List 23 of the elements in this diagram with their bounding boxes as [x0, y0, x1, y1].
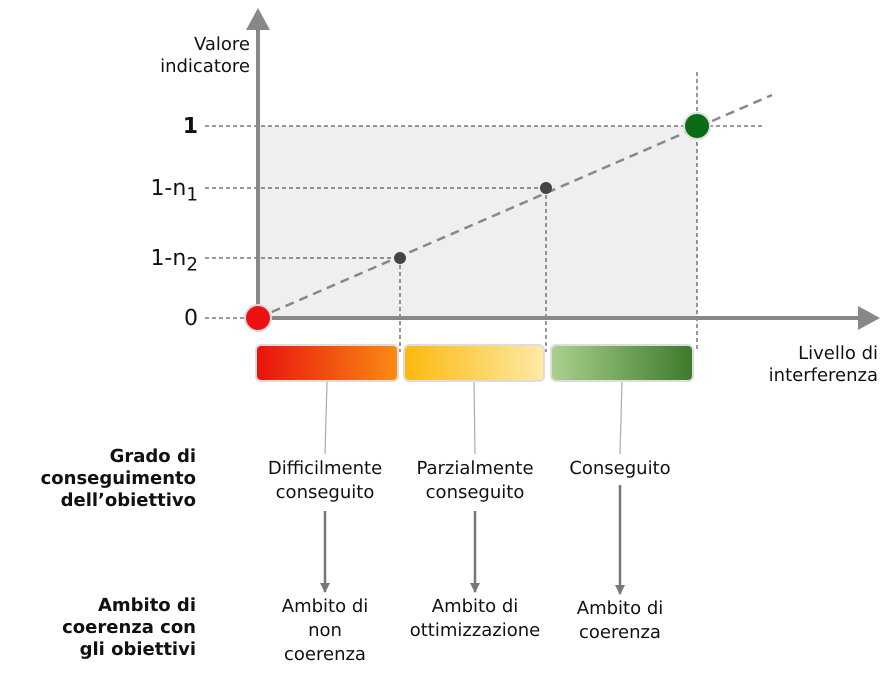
- arrow: [615, 485, 625, 595]
- tick-label: 0: [183, 306, 198, 332]
- tick-label: 1-n$_{2}$: [149, 246, 198, 278]
- level-bar: [552, 346, 692, 380]
- row-heading: Ambito di coerenza con gli obiettivi: [61, 595, 196, 661]
- tick-label: 1: [182, 114, 198, 140]
- row-heading: Grado di conseguimento dell’obiettivo: [40, 446, 196, 512]
- category-label: Parzialmente conseguito: [403, 457, 547, 505]
- scope-label: Ambito di coerenza: [560, 597, 680, 645]
- arrow: [470, 511, 480, 593]
- leader-line: [473, 382, 476, 454]
- scope-label: Ambito di ottimizzazione: [400, 595, 550, 643]
- level-bar: [257, 346, 397, 380]
- arrow: [320, 511, 330, 593]
- tick-label: 1-n$_{1}$: [149, 176, 198, 208]
- axis-title: Livello di interferenza: [768, 343, 878, 387]
- leader-line: [619, 382, 623, 454]
- scope-label: Ambito di non coerenza: [265, 595, 385, 667]
- category-label: Conseguito: [560, 457, 680, 481]
- category-label: Difficilmente conseguito: [255, 457, 395, 505]
- leader-line: [324, 382, 328, 454]
- level-bar: [405, 346, 543, 380]
- axis-title: Valore indicatore: [159, 34, 250, 78]
